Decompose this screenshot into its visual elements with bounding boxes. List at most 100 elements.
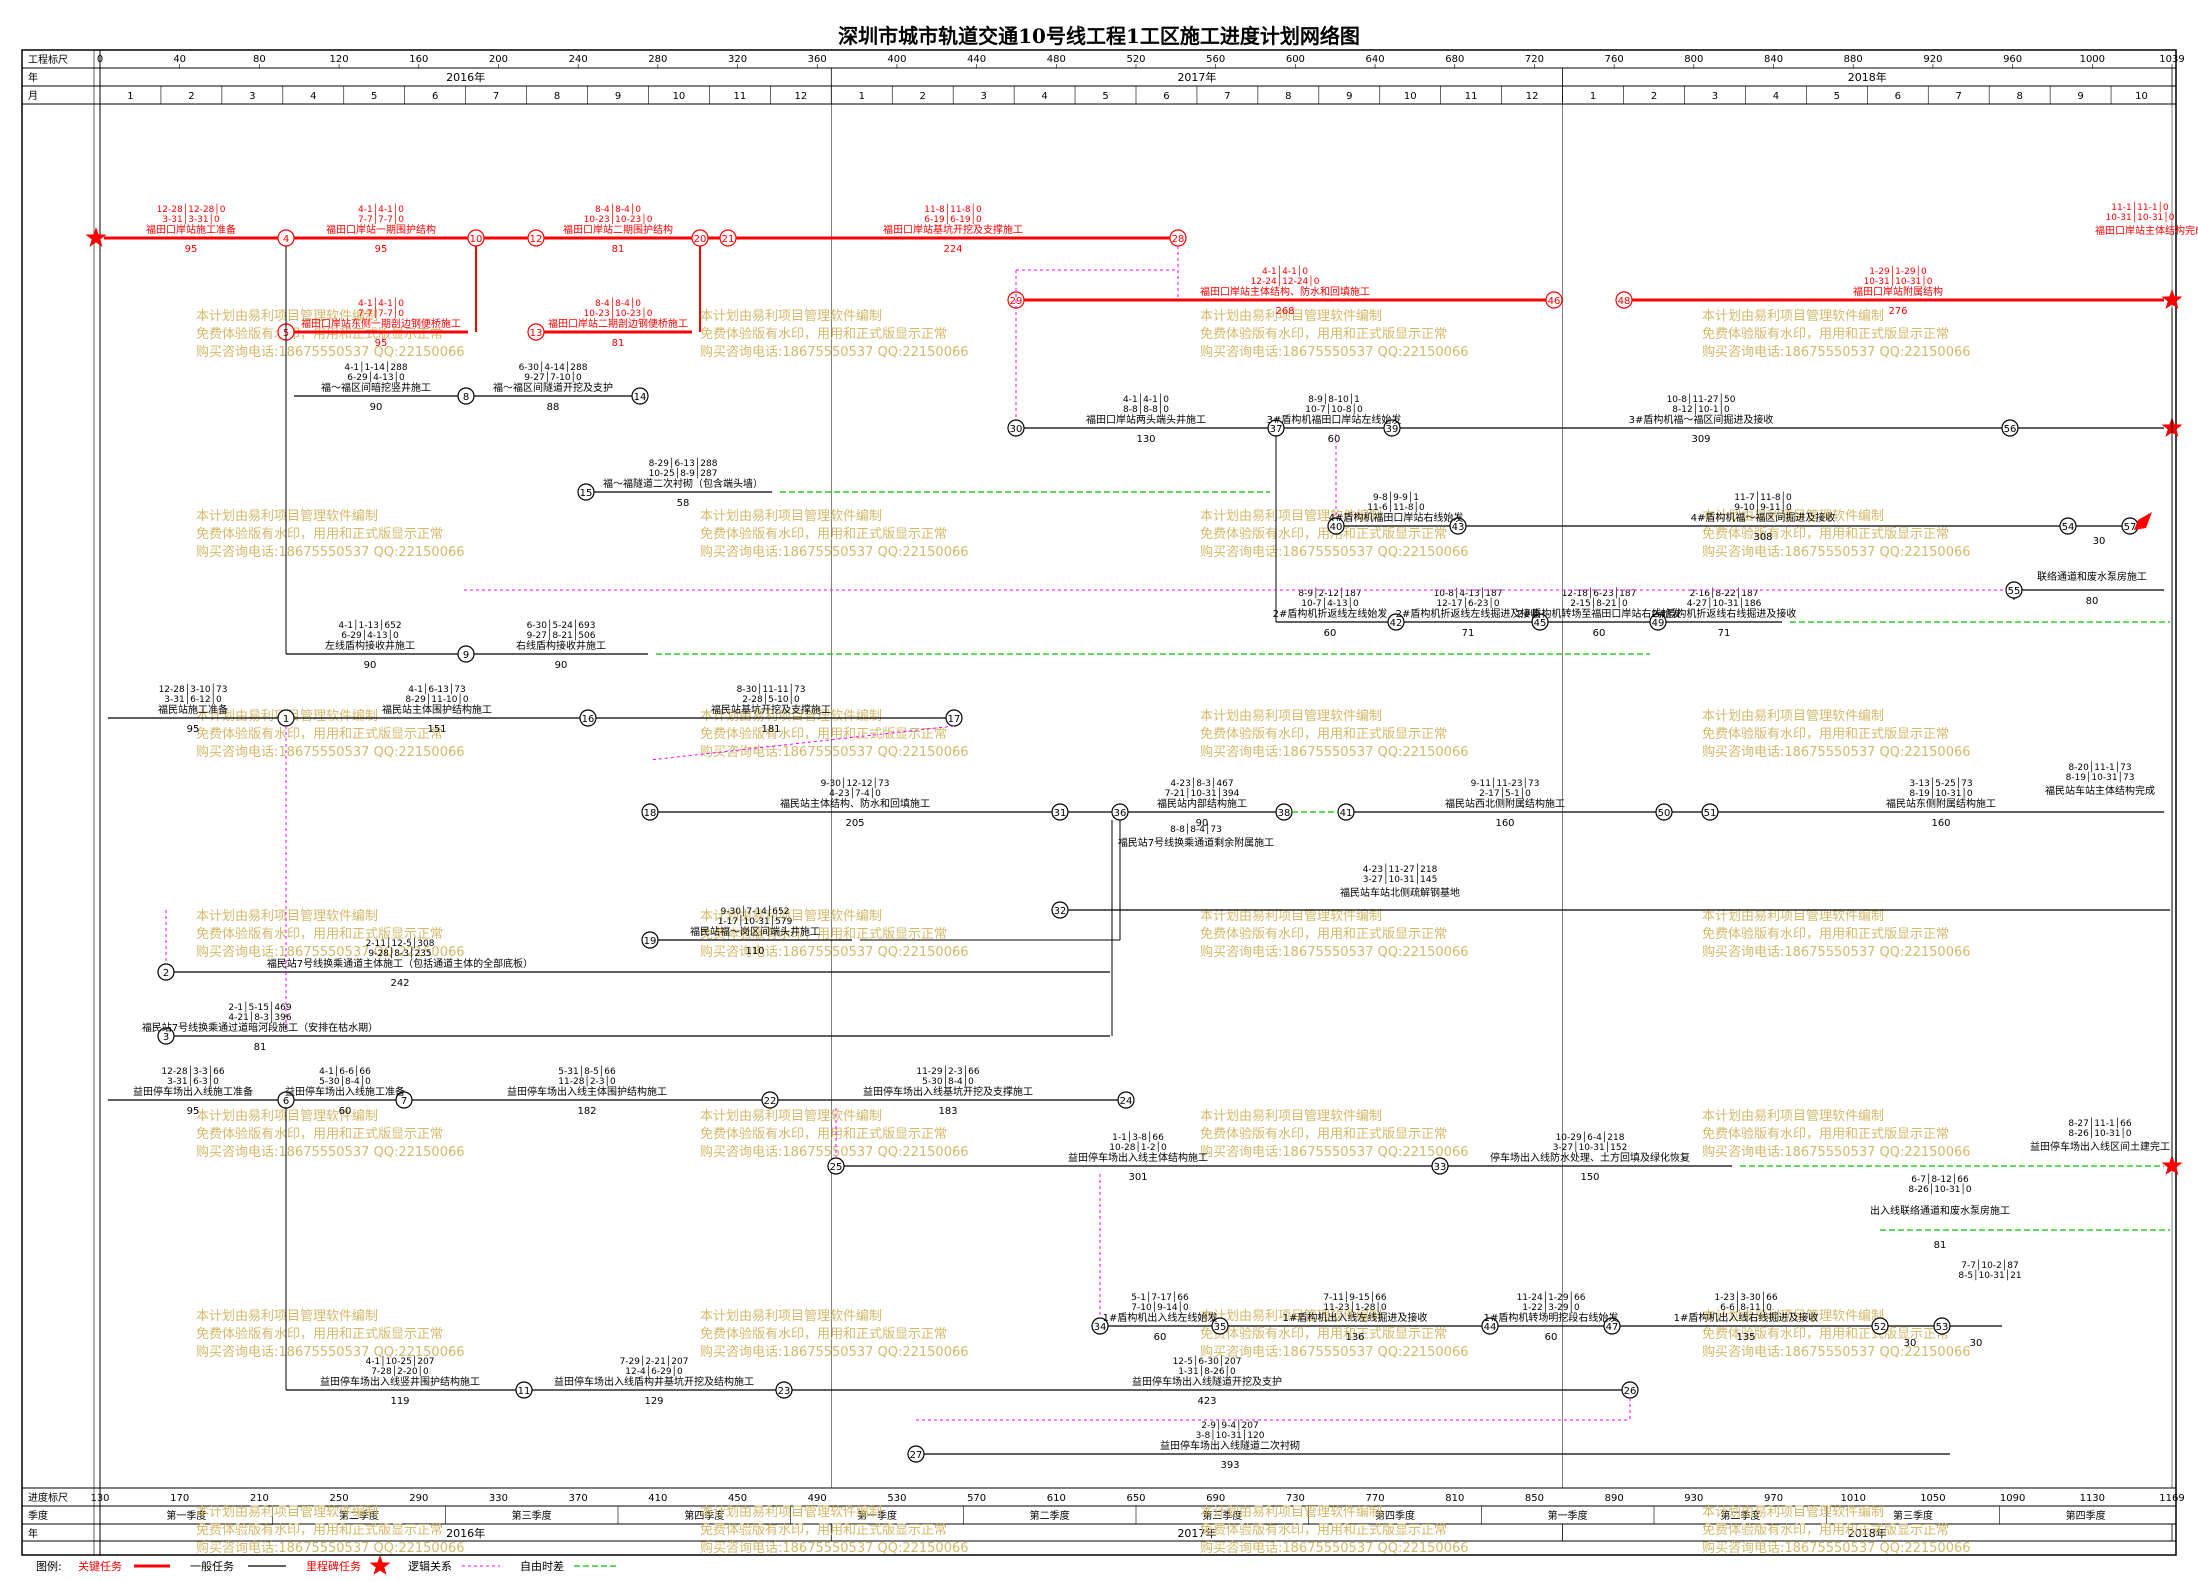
task-name: 福民站主体结构、防水和回填施工: [780, 797, 930, 810]
task-dates: 12-18│6-23│187: [1562, 587, 1637, 599]
task-dates: 11-28│2-3│0: [558, 1075, 616, 1087]
event-node-label: 11: [518, 1386, 531, 1397]
task-dates: 8-19│10-31│73: [2066, 771, 2135, 783]
month-label: 5: [1834, 91, 1840, 102]
task-dates: 4-1│1-14│288: [344, 361, 407, 373]
watermark-text: 购买咨询电话:18675550537 QQ:22150066: [1200, 1144, 1469, 1160]
task-duration: 95: [185, 244, 198, 255]
watermark-text: 本计划由易利项目管理软件编制: [1702, 1109, 1884, 1124]
event-node-label: 19: [644, 936, 657, 947]
footer-year-label: 2017年: [1177, 1526, 1216, 1540]
event-node-label: 56: [2004, 424, 2017, 435]
task-dates: 4-1│10-25│207: [366, 1355, 435, 1367]
task-name: 益田停车场出入线竖井围护结构施工: [320, 1375, 480, 1388]
task-name: 1#盾构机出入线右线掘进及接收: [1674, 1311, 1819, 1324]
event-node-label: 2: [163, 968, 169, 979]
footer-scale-tick-label: 570: [967, 1493, 986, 1504]
header-row-label: 年: [28, 71, 38, 84]
task-name: 福田口岸站施工准备: [146, 223, 236, 236]
task-dates: 6-30│5-24│693: [527, 619, 596, 631]
task-dates: 6-30│4-14│288: [519, 361, 588, 373]
task-dates: 4-23│7-4│0: [829, 787, 881, 799]
task-name: 福民站施工准备: [158, 703, 228, 716]
scale-tick-label: 640: [1366, 54, 1385, 65]
task-name: 3#盾构机福～福区间掘进及接收: [1629, 413, 1774, 426]
task-name: 福民站西北侧附属结构施工: [1445, 797, 1565, 810]
event-node-label: 15: [580, 488, 593, 499]
event-node-label: 32: [1054, 906, 1067, 917]
legend-critical-label: 关键任务: [78, 1559, 122, 1573]
event-node-label: 48: [1618, 296, 1631, 307]
task-dates: 8-5│10-31│21: [1958, 1269, 2021, 1281]
task-dates: 7-28│2-20│0: [371, 1365, 429, 1377]
task-dates: 11-24│1-29│66: [1517, 1291, 1586, 1303]
watermark-text: 本计划由易利项目管理软件编制: [196, 1505, 378, 1520]
event-node-label: 45: [1534, 618, 1547, 629]
task-name: 福田口岸站二期剖边钢便桥施工: [548, 317, 688, 330]
event-node-label: 36: [1114, 808, 1127, 819]
scale-tick-label: 720: [1525, 54, 1544, 65]
task-dates: 10-8│4-13│187: [1434, 587, 1503, 599]
task-dates: 6-19│6-19│0: [924, 213, 982, 225]
quarter-label: 第二季度: [1720, 1509, 1760, 1522]
task-duration: 81: [254, 1042, 267, 1053]
task-dates: 2-9│9-4│207: [1201, 1419, 1258, 1431]
task-name: 停车场出入线防水处理、土方回填及绿化恢复: [1490, 1151, 1690, 1164]
scale-tick-label: 160: [409, 54, 428, 65]
task-dates: 3-27│10-31│145: [1363, 873, 1438, 885]
event-node-label: 4: [283, 234, 289, 245]
task-dates: 9-30│12-12│73: [821, 777, 890, 789]
watermark-text: 购买咨询电话:18675550537 QQ:22150066: [1702, 744, 1971, 760]
scale-tick-label: 520: [1126, 54, 1145, 65]
month-label: 9: [1346, 91, 1352, 102]
month-label: 1: [127, 91, 133, 102]
task-name: 福民站福～岗区间端头井施工: [690, 925, 820, 938]
end-milestone-star-icon: [2161, 289, 2183, 309]
task-duration: 308: [1753, 532, 1772, 543]
event-node-label: 39: [1386, 424, 1399, 435]
task-name: 右线盾构接收井施工: [516, 639, 606, 652]
task-dates: 5-31│8-5│66: [558, 1065, 616, 1077]
task-dates: 3-31│6-3│0: [167, 1075, 219, 1087]
watermark-text: 本计划由易利项目管理软件编制: [1702, 509, 1884, 524]
task-dates: 3-31│3-31│0: [162, 213, 220, 225]
watermark-text: 购买咨询电话:18675550537 QQ:22150066: [196, 344, 465, 360]
task-name: 2#盾构机折返线左线掘进及接收: [1396, 607, 1541, 620]
watermark-text: 购买咨询电话:18675550537 QQ:22150066: [700, 1144, 969, 1160]
scale-tick-label: 880: [1844, 54, 1863, 65]
watermark-text: 本计划由易利项目管理软件编制: [196, 309, 378, 324]
task-duration: 119: [390, 1396, 409, 1407]
event-node-label: 16: [582, 714, 595, 725]
task-duration: 81: [612, 244, 625, 255]
event-node-label: 27: [910, 1450, 923, 1461]
task-name: 福田口岸站东侧一期剖边钢便桥施工: [301, 317, 461, 330]
watermark-text: 免费体验版有水印，用用和正式版显示正常: [196, 1126, 443, 1142]
task-dates: 9-8│9-9│1: [1373, 491, 1419, 503]
task-duration: 81: [1934, 1240, 1947, 1251]
task-duration: 30: [1970, 1338, 1983, 1349]
footer-scale-tick-label: 1130: [2080, 1493, 2105, 1504]
task-duration: 90: [370, 402, 383, 413]
task-dates: 6-29│4-13│0: [341, 629, 399, 641]
milestone-star-icon: [2161, 1155, 2183, 1175]
task-dates: 7-7│10-2│87: [1961, 1259, 2018, 1271]
task-dates: 8-4│8-4│0: [595, 203, 641, 215]
watermark-text: 购买咨询电话:18675550537 QQ:22150066: [196, 1344, 465, 1360]
watermark-text: 本计划由易利项目管理软件编制: [1702, 309, 1884, 324]
watermark-text: 免费体验版有水印，用用和正式版显示正常: [1200, 1126, 1447, 1142]
footer-scale-tick-label: 1090: [2000, 1493, 2025, 1504]
task-name: 益田停车场出入线隧道开挖及支护: [1132, 1375, 1282, 1388]
task-duration: 60: [1154, 1332, 1167, 1343]
event-node-label: 46: [1548, 296, 1561, 307]
task-dates: 2-11│12-5│308: [366, 937, 435, 949]
watermark-text: 本计划由易利项目管理软件编制: [700, 1109, 882, 1124]
event-node-label: 7: [401, 1096, 407, 1107]
month-label: 10: [673, 91, 686, 102]
year-label: 2018年: [1848, 70, 1887, 84]
task-dates: 7-7│7-7│0: [358, 213, 404, 225]
footer-row-label: 年: [28, 1527, 38, 1540]
task-name: 益田停车场出入线基坑开挖及支撑施工: [863, 1085, 1033, 1098]
task-name: 福田口岸站基坑开挖及支撑施工: [883, 223, 1023, 236]
task-duration: 393: [1220, 1460, 1239, 1471]
task-duration: 181: [761, 724, 780, 735]
